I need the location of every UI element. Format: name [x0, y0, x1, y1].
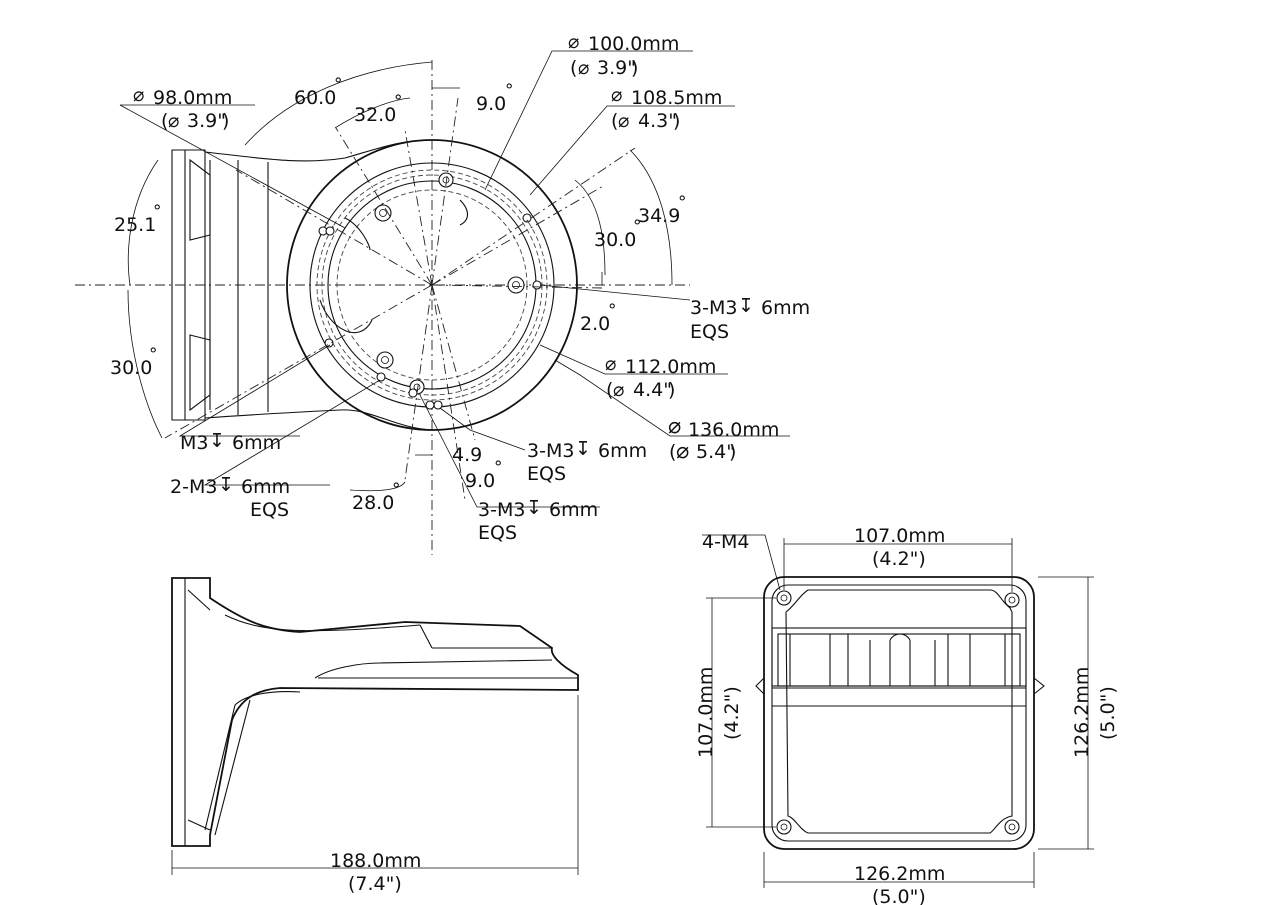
outer-height-metric: 126.2mm	[1071, 667, 1093, 758]
angle-arcs	[127, 61, 673, 492]
angle-9-top-label: 9.0	[476, 93, 506, 115]
dia-98-imperial-close: )	[222, 110, 229, 132]
dia-136-imperial-open: (	[669, 441, 676, 463]
depth-symbol: ↧	[209, 430, 225, 452]
diameter-symbol: ⌀	[168, 110, 179, 132]
callout-2m3-depth: 6mm	[241, 476, 290, 498]
degree-symbol: °	[334, 75, 343, 95]
dia-108-imperial-open: (	[611, 110, 618, 132]
diameter-symbol: ⌀	[668, 414, 681, 439]
callout-2m3-thread: 2-M3	[170, 476, 217, 498]
angle-30-right-label: 30.0	[594, 229, 636, 251]
angle-32-label: 32.0	[354, 104, 396, 126]
depth-symbol: ↧	[218, 474, 234, 496]
callout-mid-eqs: EQS	[527, 463, 566, 485]
callout-bottom-eqs: EQS	[478, 522, 517, 544]
dia-112-imperial-close: )	[668, 379, 675, 401]
dia-112-metric: 112.0mm	[625, 356, 716, 378]
inner-width-metric: 107.0mm	[854, 525, 945, 547]
leader-lines	[119, 50, 790, 508]
dia-98-metric: 98.0mm	[153, 87, 232, 109]
back-view-dimensions: 4-M4 107.0mm (4.2") 107.0mm (4.2") 126.2…	[695, 525, 1119, 905]
side-length-metric: 188.0mm	[330, 850, 421, 872]
inner-height-metric: 107.0mm	[695, 667, 717, 758]
outer-width-metric: 126.2mm	[854, 863, 945, 885]
degree-symbol: °	[394, 92, 403, 112]
callout-m3-thread: M3	[180, 432, 208, 454]
degree-symbol: °	[153, 202, 162, 222]
outer-height-imperial: (5.0")	[1097, 686, 1119, 740]
degree-symbol: °	[678, 193, 687, 213]
dia-112-imperial: 4.4"	[633, 379, 672, 401]
angle-labels: 60.0 ° 32.0 ° 9.0 ° 34.9 ° 30.0 ° 25.1 °…	[110, 75, 687, 514]
diameter-labels: ⌀ 100.0mm ( ⌀ 3.9" ) ⌀ 98.0mm ( ⌀ 3.9" )…	[133, 31, 779, 464]
side-view-dimension: 188.0mm (7.4")	[171, 695, 579, 895]
side-view-outline	[171, 577, 579, 847]
dia-98-imperial: 3.9"	[187, 110, 226, 132]
angle-25-1-label: 25.1	[114, 214, 156, 236]
degree-symbol: °	[149, 345, 158, 365]
dia-108-metric: 108.5mm	[631, 87, 722, 109]
dia-136-metric: 136.0mm	[688, 419, 779, 441]
dia-100-metric: 100.0mm	[588, 33, 679, 55]
diameter-symbol: ⌀	[605, 353, 616, 375]
dia-108-imperial: 4.3"	[638, 110, 677, 132]
back-plate-outline	[755, 576, 1045, 850]
callout-m3-depth: 6mm	[232, 432, 281, 454]
dia-100-imperial: 3.9"	[597, 57, 636, 79]
diameter-symbol: ⌀	[618, 110, 629, 132]
callout-right-thread: 3-M3	[690, 297, 737, 319]
angle-9-bottom-label: 9.0	[465, 470, 495, 492]
radial-lines	[164, 97, 636, 501]
inner-height-imperial: (4.2")	[721, 686, 743, 740]
callout-2m3-eqs: EQS	[250, 499, 289, 521]
hole-callout: 4-M4	[702, 531, 749, 553]
dia-108-imperial-close: )	[673, 110, 680, 132]
side-view: 188.0mm (7.4")	[171, 577, 579, 895]
dia-136-imperial-close: )	[729, 441, 736, 463]
diameter-symbol: ⌀	[133, 84, 144, 106]
diameter-symbol: ⌀	[568, 31, 579, 53]
degree-symbol: °	[494, 458, 503, 478]
degree-symbol: °	[392, 480, 401, 500]
angle-2-label: 2.0	[580, 313, 610, 335]
inner-width-imperial: (4.2")	[872, 548, 926, 570]
outer-width-imperial: (5.0")	[872, 886, 926, 905]
back-plate-holes	[776, 590, 1020, 835]
dia-112-imperial-open: (	[606, 379, 613, 401]
angle-34-9-label: 34.9	[638, 205, 680, 227]
callout-bottom-thread: 3-M3	[478, 499, 525, 521]
back-view: 4-M4 107.0mm (4.2") 107.0mm (4.2") 126.2…	[695, 525, 1119, 905]
dia-100-imperial-open: (	[570, 57, 577, 79]
top-view: ⌀ 100.0mm ( ⌀ 3.9" ) ⌀ 98.0mm ( ⌀ 3.9" )…	[75, 31, 810, 555]
degree-symbol: °	[505, 81, 514, 101]
callout-right-depth: 6mm	[761, 297, 810, 319]
angle-28-label: 28.0	[352, 492, 394, 514]
dia-136-imperial: 5.4"	[696, 441, 735, 463]
callout-mid-thread: 3-M3	[527, 440, 574, 462]
diameter-symbol: ⌀	[613, 379, 624, 401]
depth-symbol: ↧	[526, 497, 542, 519]
diameter-symbol: ⌀	[611, 84, 622, 106]
degree-symbol: °	[608, 301, 617, 321]
dia-98-imperial-open: (	[161, 110, 168, 132]
dia-100-imperial-close: )	[631, 57, 638, 79]
degree-symbol: °	[633, 217, 642, 237]
depth-symbol: ↧	[738, 295, 754, 317]
angle-4-9-label: 4.9	[452, 444, 482, 466]
callout-right-eqs: EQS	[690, 321, 729, 343]
callout-bottom-depth: 6mm	[549, 499, 598, 521]
mount-holes	[318, 172, 542, 410]
angle-30-left-label: 30.0	[110, 357, 152, 379]
depth-symbol: ↧	[575, 438, 591, 460]
thread-callouts: 3-M3 ↧ 6mm EQS M3 ↧ 6mm 2-M3 ↧ 6mm EQS 3…	[170, 295, 810, 544]
wall-plate-outline	[171, 139, 433, 431]
diameter-symbol: ⌀	[578, 57, 589, 79]
callout-mid-depth: 6mm	[598, 440, 647, 462]
diameter-symbol: ⌀	[676, 439, 689, 464]
side-length-imperial: (7.4")	[348, 873, 402, 895]
angle-60-label: 60.0	[294, 87, 336, 109]
